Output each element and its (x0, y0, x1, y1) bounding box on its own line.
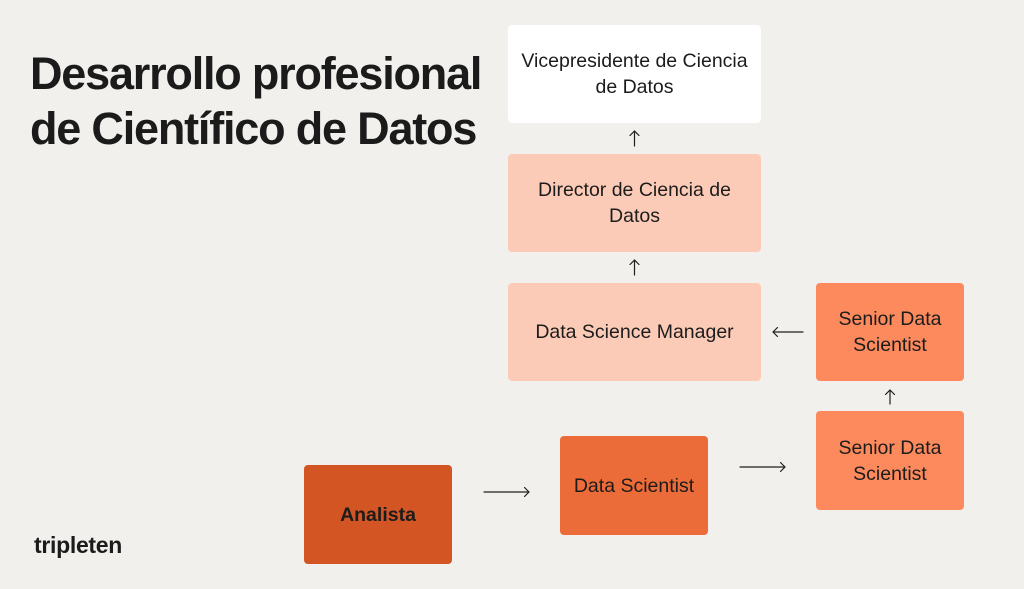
page-title: Desarrollo profesional de Científico de … (30, 48, 482, 154)
node-data-scientist-label: Data Scientist (573, 474, 695, 497)
arrow-right-analista-to-ds (483, 486, 530, 498)
arrow-up-manager-to-director (629, 259, 640, 276)
node-analista: Analista (304, 465, 452, 564)
node-manager: Data Science Manager (508, 283, 761, 381)
node-vicepresidente: Vicepresidente de Ciencia de Datos (508, 25, 761, 123)
node-senior-upper: Senior Data Scientist (816, 283, 964, 381)
arrow-up-director-to-vp (629, 130, 640, 147)
tripleten-logo: tripleten (34, 532, 123, 558)
node-vicepresidente-label: Vicepresidente de Ciencia de Datos (521, 50, 748, 98)
node-director-label: Director de Ciencia de Datos (538, 179, 731, 227)
arrow-up-senior-to-senior (884, 389, 896, 405)
node-senior-upper-label: Senior Data Scientist (838, 308, 942, 356)
node-director: Director de Ciencia de Datos (508, 154, 761, 252)
arrow-right-ds-to-senior (739, 461, 786, 473)
node-data-scientist: Data Scientist (560, 436, 708, 535)
node-analista-label: Analista (340, 503, 416, 526)
node-senior-lower-label: Senior Data Scientist (838, 436, 942, 485)
node-manager-label: Data Science Manager (535, 321, 734, 343)
node-senior-lower: Senior Data Scientist (816, 411, 964, 510)
arrow-left-senior-to-manager (772, 326, 804, 338)
